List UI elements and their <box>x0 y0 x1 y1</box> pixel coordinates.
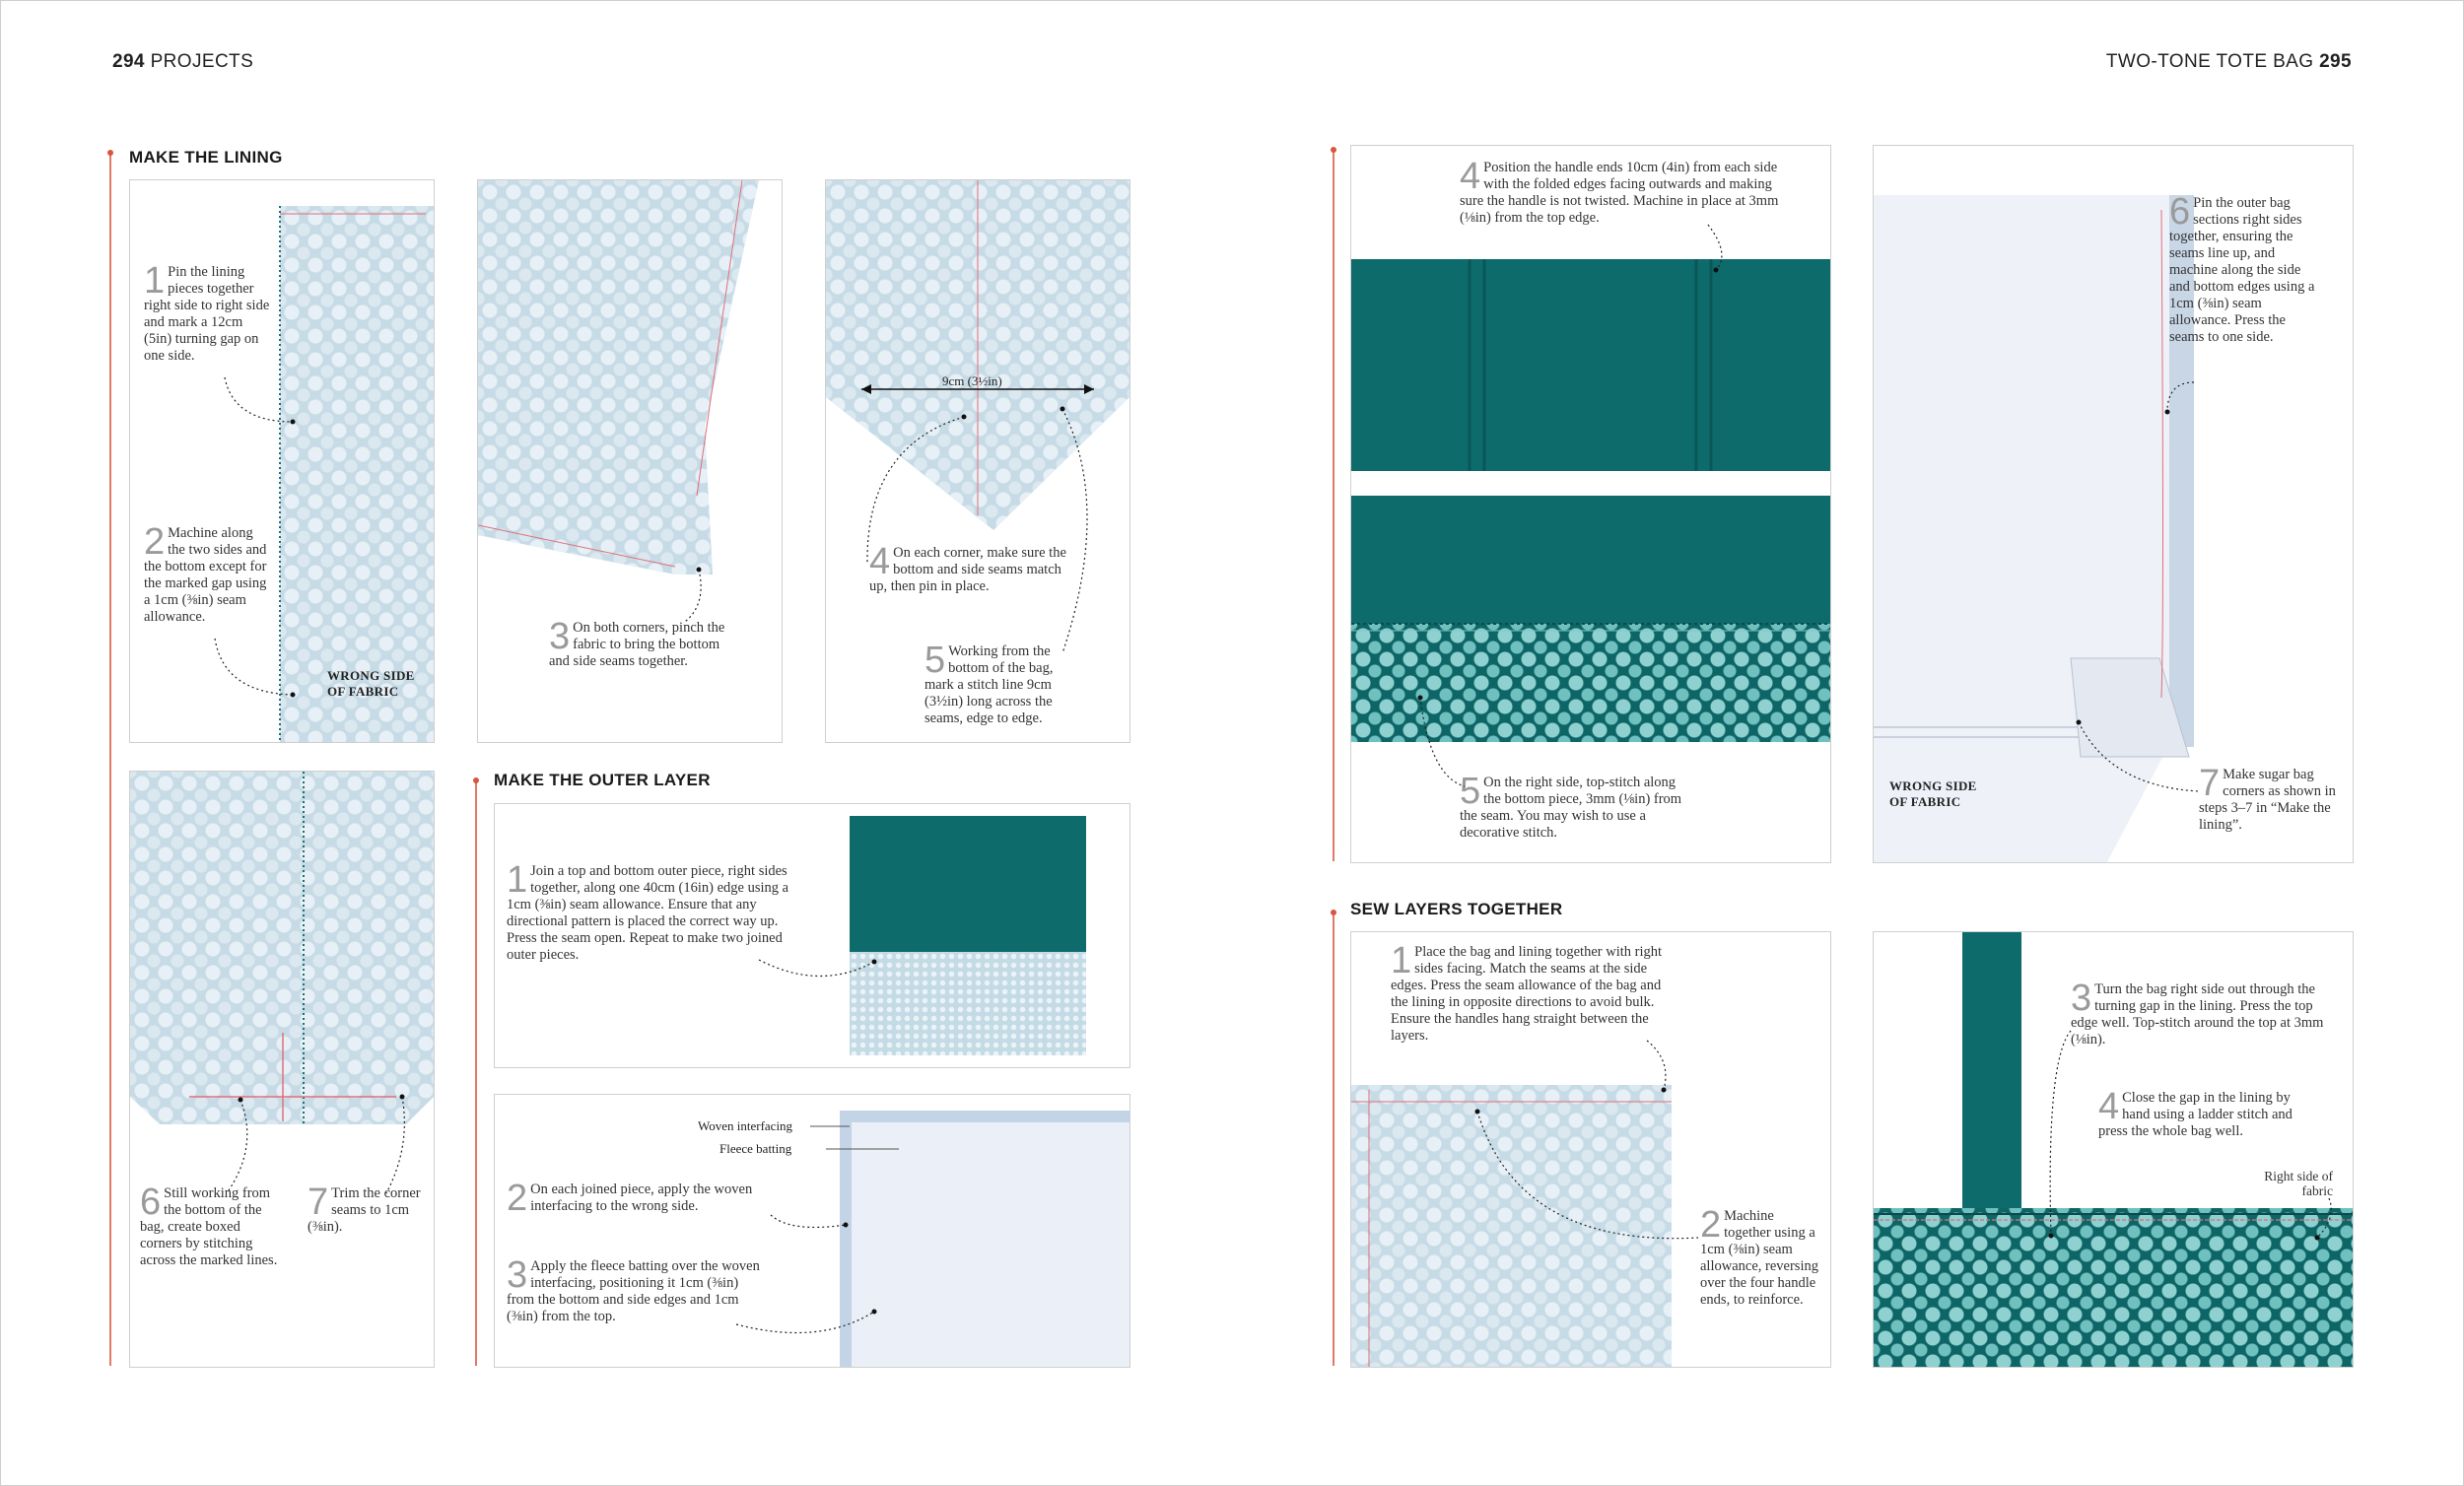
dotted-bottom-fabric <box>850 952 1086 1055</box>
dotted-teal-fabric <box>1351 624 1830 742</box>
section-rule <box>1333 911 1335 1366</box>
section-rule <box>1333 148 1335 861</box>
right-folio: TWO-TONE TOTE BAG 295 <box>2105 51 2352 72</box>
lining-fabric-photo <box>280 206 434 742</box>
outer-panel-1-leaders <box>758 959 877 978</box>
teal-topstitch-photo <box>1351 496 1830 624</box>
wrong-side-label-outer: WRONG SIDE OF FABRIC <box>1889 778 1977 809</box>
section-dot <box>107 150 113 156</box>
boxed-corner-photo <box>130 772 434 1124</box>
section-dot <box>473 777 479 783</box>
lining-panel-2-leaders <box>478 180 743 623</box>
teal-handle-photo <box>1351 259 1830 471</box>
lining-panel-3-leaders <box>861 180 1094 654</box>
section-title-outer: MAKE THE OUTER LAYER <box>494 771 711 789</box>
section-title-sew: SEW LAYERS TOGETHER <box>1350 900 1563 918</box>
section-dot <box>1331 910 1336 915</box>
handle-photo <box>1962 932 2021 1213</box>
lining-panel-4-leaders <box>189 772 405 1194</box>
section-rule <box>475 778 477 1366</box>
sew-panel-1-leaders <box>1351 1040 1699 1367</box>
finished-bag-photo <box>1874 1208 2353 1367</box>
woven-label: Woven interfacing <box>698 1118 793 1133</box>
side-seam-photo <box>2169 195 2194 747</box>
right-side-label: Right side of fabric <box>2264 1169 2333 1198</box>
section-dot <box>1331 147 1336 153</box>
measure-label: 9cm (3½in) <box>942 373 1002 388</box>
left-folio: 294 PROJECTS <box>112 51 254 72</box>
section-rule <box>109 151 111 1366</box>
teal-top-fabric <box>850 816 1086 964</box>
outer-panel-3-leaders <box>1351 224 1830 787</box>
wrong-side-label: WRONG SIDE OF FABRIC <box>327 668 415 699</box>
pinched-corner-photo <box>478 180 759 574</box>
bag-and-lining-photo <box>1351 1085 1672 1367</box>
fleece-label: Fleece batting <box>719 1141 792 1156</box>
outer-panel-2-leaders <box>735 1125 899 1334</box>
lining-panel-1-leaders <box>214 206 426 742</box>
fleece-batting-swatch <box>852 1122 1129 1367</box>
outer-panel-4-leaders <box>1874 209 2200 792</box>
sew-panel-2-leaders <box>1874 1030 2353 1241</box>
section-title-lining: MAKE THE LINING <box>129 148 283 167</box>
